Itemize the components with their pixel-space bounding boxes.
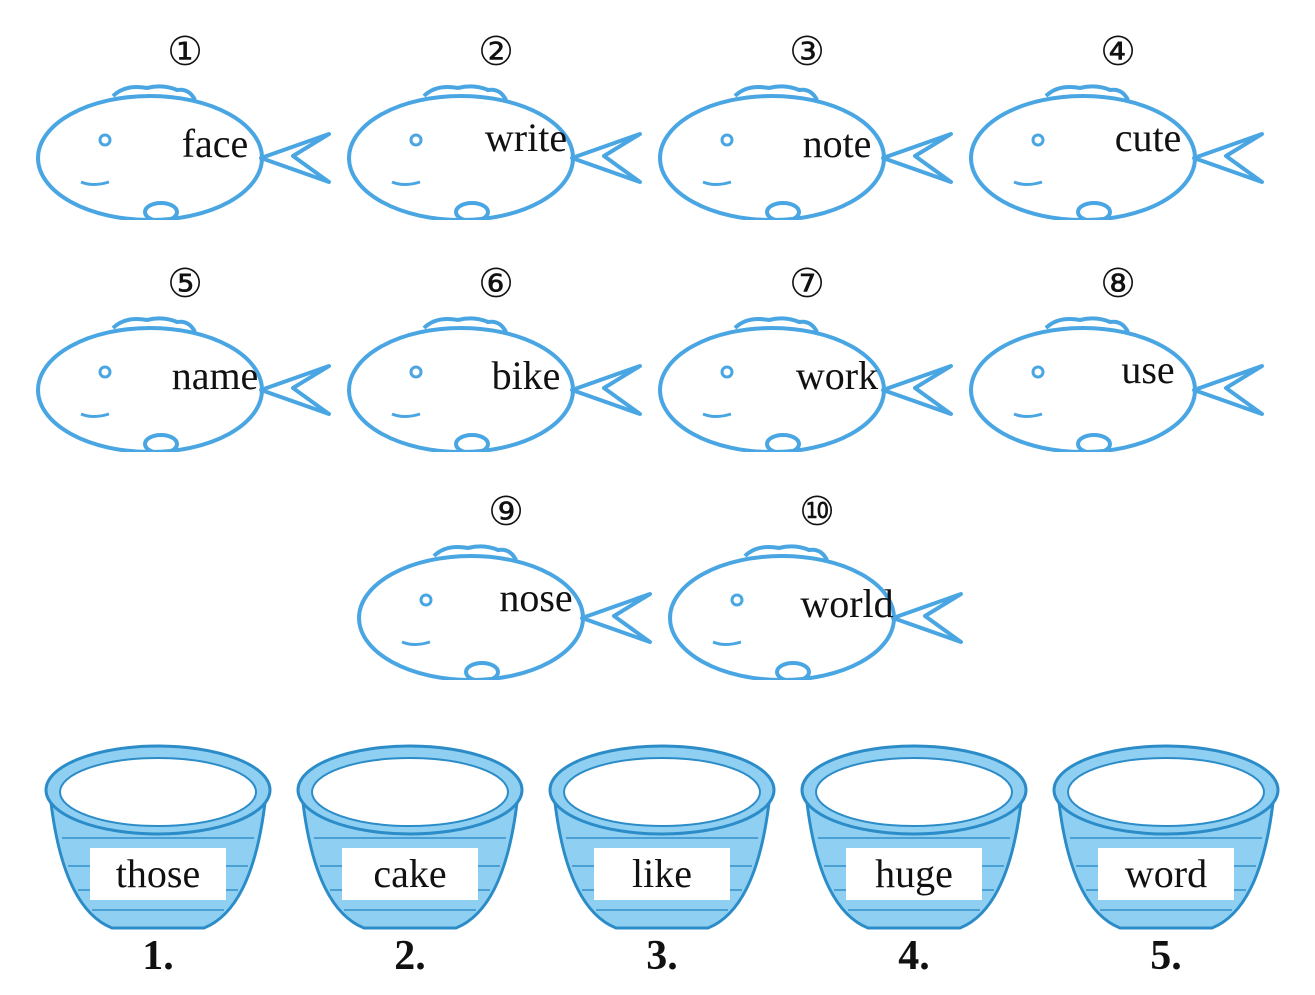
- basket-label: cake: [373, 851, 447, 896]
- basket-label-box: cake: [342, 848, 478, 900]
- fish-card[interactable]: ⑩ world: [667, 490, 967, 680]
- basket-label: like: [632, 851, 692, 896]
- fish-card[interactable]: ① face: [35, 30, 335, 220]
- fish-card[interactable]: ④ cute: [968, 30, 1268, 220]
- fish-icon: [347, 84, 642, 220]
- basket[interactable]: word 5.: [1050, 738, 1282, 978]
- basket-label-box: word: [1098, 848, 1234, 900]
- fish-card[interactable]: ⑥ bike: [346, 262, 646, 452]
- basket-label-box: like: [594, 848, 730, 900]
- fish-word: use: [1121, 347, 1175, 392]
- fish-word: world: [800, 581, 894, 626]
- fish-number: ③: [789, 29, 825, 74]
- fish-number: ⑨: [488, 489, 524, 534]
- fish-word: bike: [491, 353, 561, 398]
- basket[interactable]: cake 2.: [294, 738, 526, 978]
- fish-card[interactable]: ⑨ nose: [356, 490, 656, 680]
- fish-icon: [658, 316, 953, 452]
- fish-icon: [658, 84, 953, 220]
- fish-card[interactable]: ⑧ use: [968, 262, 1268, 452]
- basket[interactable]: those 1.: [42, 738, 274, 978]
- basket-label: word: [1124, 851, 1208, 896]
- fish-card[interactable]: ③ note: [657, 30, 957, 220]
- basket-label: those: [115, 851, 201, 896]
- fish-icon: [969, 84, 1264, 220]
- fish-number: ①: [167, 29, 203, 74]
- basket-number: 5.: [1150, 933, 1182, 979]
- fish-number: ⑥: [478, 261, 514, 306]
- fish-word: face: [181, 121, 249, 166]
- fish-icon: [668, 544, 963, 680]
- fish-word: name: [171, 353, 259, 398]
- fish-icon: [347, 316, 642, 452]
- fish-word: cute: [1114, 115, 1182, 160]
- fish-card[interactable]: ⑤ name: [35, 262, 335, 452]
- basket-label-box: those: [90, 848, 226, 900]
- fish-icon: [969, 316, 1264, 452]
- fish-icon: [357, 544, 652, 680]
- fish-word: note: [802, 121, 872, 166]
- basket[interactable]: huge 4.: [798, 738, 1030, 978]
- basket-icon: [548, 744, 776, 930]
- basket-icon: [800, 744, 1028, 930]
- basket[interactable]: like 3.: [546, 738, 778, 978]
- basket-icon: [44, 744, 272, 930]
- fish-number: ②: [478, 29, 514, 74]
- fish-number: ④: [1100, 29, 1136, 74]
- basket-number: 2.: [394, 933, 426, 979]
- fish-number: ⑩: [799, 489, 835, 534]
- fish-number: ⑤: [167, 261, 203, 306]
- basket-label-box: huge: [846, 848, 982, 900]
- basket-number: 4.: [898, 933, 930, 979]
- basket-icon: [1052, 744, 1280, 930]
- fish-number: ⑦: [789, 261, 825, 306]
- fish-card[interactable]: ⑦ work: [657, 262, 957, 452]
- fish-word: work: [795, 353, 879, 398]
- fish-word: write: [484, 115, 568, 160]
- basket-number: 3.: [646, 933, 678, 979]
- fish-icon: [36, 84, 331, 220]
- fish-card[interactable]: ② write: [346, 30, 646, 220]
- fish-icon: [36, 316, 331, 452]
- basket-label: huge: [875, 851, 953, 896]
- basket-icon: [296, 744, 524, 930]
- basket-number: 1.: [142, 933, 174, 979]
- fish-word: nose: [499, 575, 573, 620]
- fish-number: ⑧: [1100, 261, 1136, 306]
